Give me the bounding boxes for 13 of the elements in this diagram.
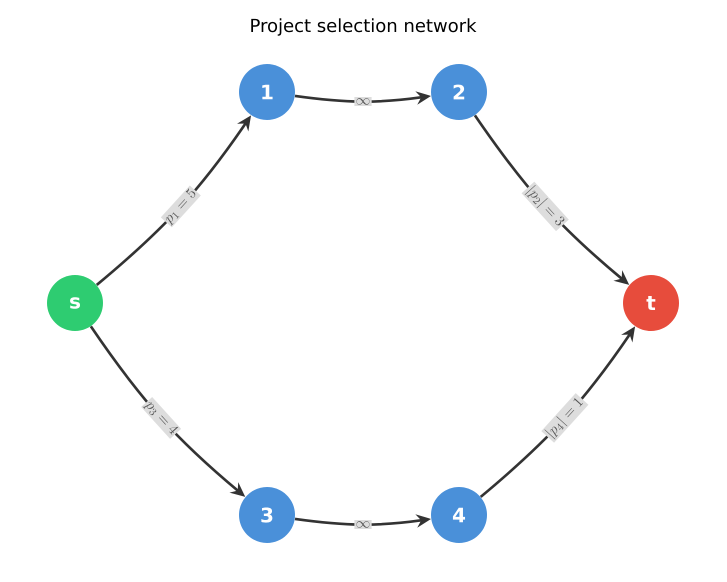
title: Project selection network [251,18,476,36]
edge-label: $|p_4| = 1$ [541,393,588,443]
graph-node: s [47,275,103,331]
graph-node: t [623,275,679,331]
graph-node: 2 [431,64,487,120]
edge-label: $p_1 = 5$ [160,185,201,228]
edge-label: $\infty$ [354,97,372,106]
edge-label: $p_3 = 4$ [141,396,182,439]
graph-node: 4 [431,487,487,543]
graph-node: 3 [239,487,295,543]
graph-node: 1 [239,64,295,120]
edge-label: $\infty$ [354,520,372,529]
edge-label: $|p_2| = 3$ [522,182,569,232]
